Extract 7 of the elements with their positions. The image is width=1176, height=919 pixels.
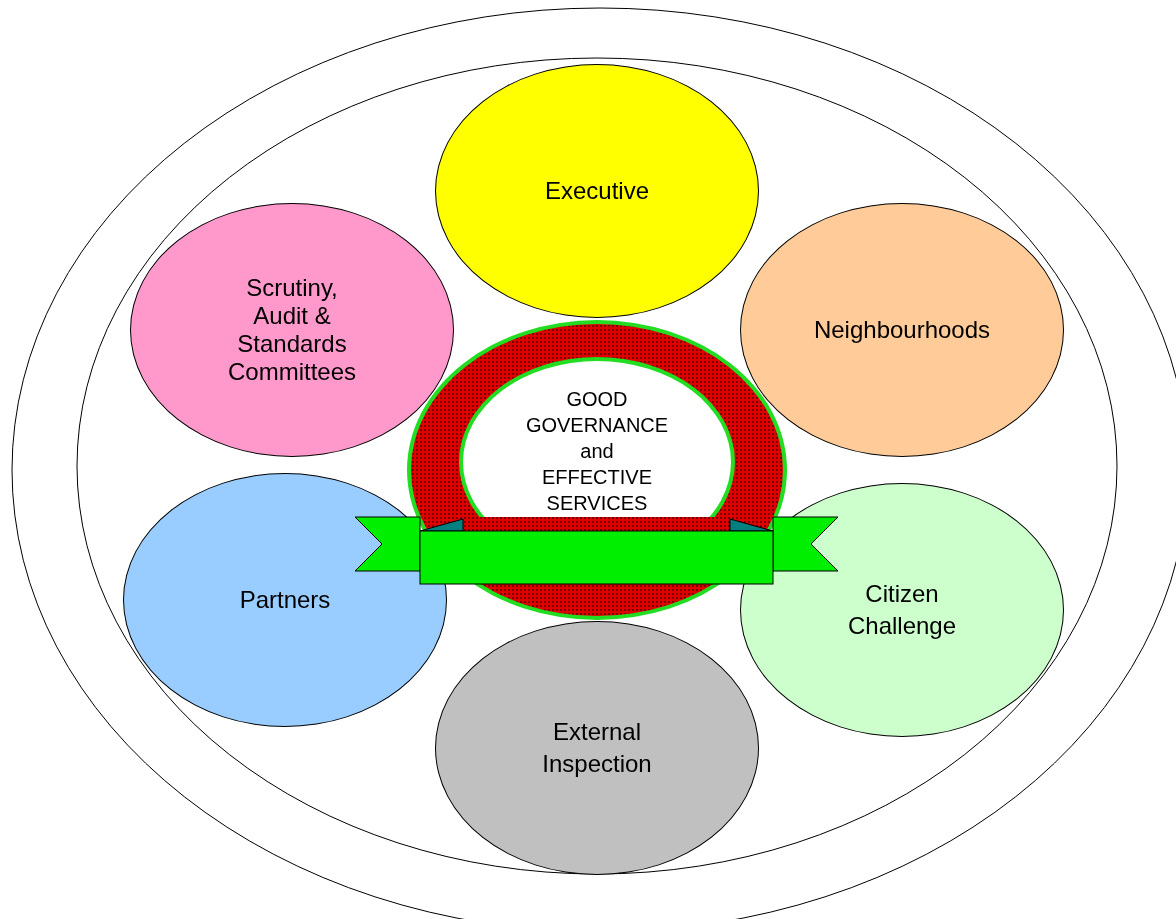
ellipse-label: Executive [544,176,650,206]
ellipse-label: Scrutiny, Audit & Standards Committees [227,274,357,386]
ellipse-label: GOOD GOVERNANCE and EFFECTIVE SERVICES [525,387,669,516]
ellipse-label: Neighbourhoods [813,315,991,345]
ellipse-label: Partners [239,585,331,615]
ellipse-label: Citizen Challenge [847,579,957,641]
ellipse-label: External Inspection [542,717,652,779]
